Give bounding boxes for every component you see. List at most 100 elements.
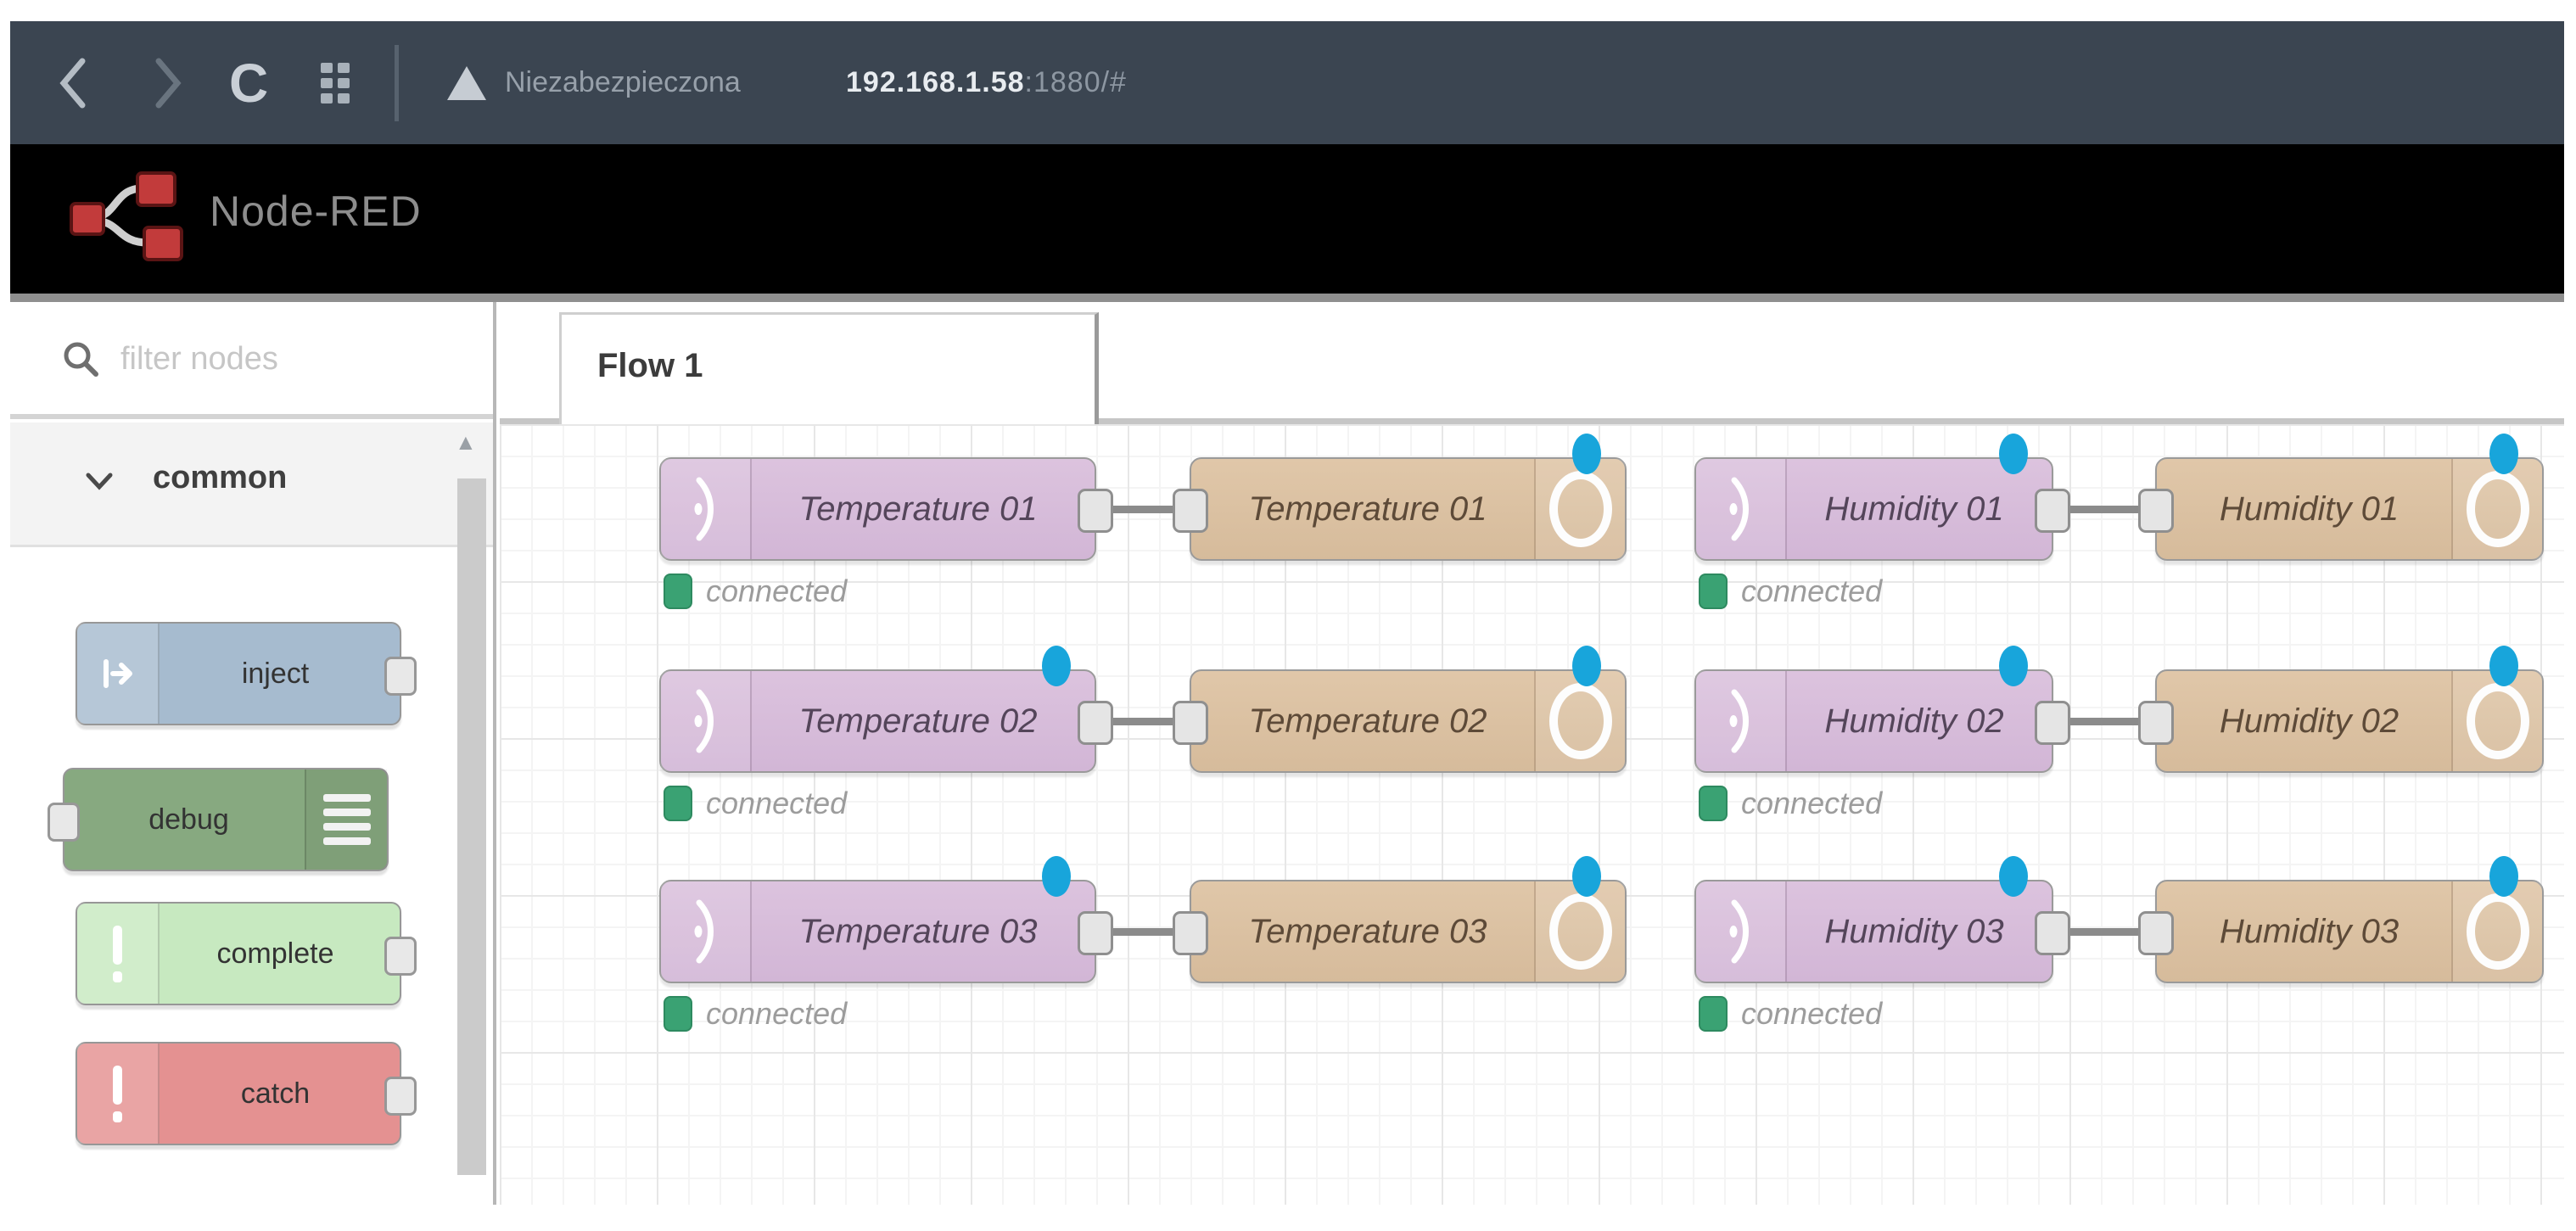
flow-node-mqtt-in[interactable]: Humidity 02 bbox=[1694, 646, 2070, 773]
security-label: Niezabezpieczona bbox=[505, 66, 741, 98]
node-status: connected bbox=[664, 786, 847, 821]
palette-scrollbar[interactable] bbox=[457, 478, 486, 1175]
apps-grid-icon bbox=[321, 62, 350, 104]
chevron-down-icon bbox=[86, 473, 113, 490]
input-port[interactable] bbox=[48, 803, 80, 842]
palette-node-inject[interactable]: inject bbox=[76, 622, 417, 725]
flow-node-mqtt-in[interactable]: Temperature 02 bbox=[659, 646, 1113, 773]
output-port[interactable] bbox=[2035, 701, 2070, 745]
output-port[interactable] bbox=[384, 657, 417, 696]
input-port[interactable] bbox=[2138, 911, 2174, 955]
flow-node-mqtt-in[interactable]: Temperature 03 bbox=[659, 856, 1113, 983]
changed-indicator bbox=[2489, 856, 2518, 897]
toolbar-divider bbox=[395, 45, 399, 121]
node-label: Humidity 03 bbox=[1824, 912, 2004, 950]
flow-node-gauge[interactable]: Temperature 02 bbox=[1173, 646, 1627, 773]
gauge-icon bbox=[2466, 471, 2529, 547]
node-label: Temperature 01 bbox=[1248, 490, 1487, 528]
forward-button[interactable] bbox=[150, 21, 184, 144]
status-connected-icon bbox=[664, 786, 692, 821]
palette-node-complete[interactable]: complete bbox=[76, 902, 417, 1005]
gauge-icon bbox=[2466, 893, 2529, 970]
palette-search[interactable] bbox=[10, 302, 493, 419]
changed-indicator bbox=[1999, 646, 2028, 686]
palette-node-catch[interactable]: catch bbox=[76, 1042, 417, 1145]
output-port[interactable] bbox=[2035, 489, 2070, 533]
status-text: connected bbox=[1741, 574, 1883, 608]
security-chip[interactable]: Niezabezpieczona bbox=[447, 21, 741, 144]
list-icon bbox=[322, 787, 371, 852]
url-path: :1880/# bbox=[1024, 66, 1127, 98]
wire[interactable] bbox=[1105, 506, 1181, 513]
forward-icon bbox=[155, 58, 182, 108]
wire[interactable] bbox=[1105, 718, 1181, 725]
search-icon bbox=[64, 342, 98, 377]
tab-label: Flow 1 bbox=[597, 347, 703, 384]
address-bar[interactable]: 192.168.1.58:1880/# bbox=[846, 21, 1127, 144]
input-port[interactable] bbox=[2138, 489, 2174, 533]
flow-node-gauge[interactable]: Temperature 01 bbox=[1173, 434, 1627, 561]
scroll-up-arrow[interactable]: ▲ bbox=[455, 429, 477, 455]
inject-icon-strip bbox=[77, 624, 160, 724]
palette-node-label: complete bbox=[216, 937, 334, 970]
exclamation-icon bbox=[113, 925, 122, 982]
mqtt-signal-icon bbox=[694, 899, 714, 964]
apps-button[interactable] bbox=[321, 21, 350, 144]
palette-category-common[interactable]: common bbox=[10, 422, 493, 547]
flow-node-mqtt-in[interactable]: Temperature 01 bbox=[659, 457, 1113, 561]
flow-node-mqtt-in[interactable]: Humidity 03 bbox=[1694, 856, 2070, 983]
node-red-logo-icon bbox=[70, 171, 183, 261]
gauge-icon bbox=[1548, 683, 1612, 759]
output-port[interactable] bbox=[1078, 489, 1113, 533]
output-port[interactable] bbox=[1078, 701, 1113, 745]
input-port[interactable] bbox=[2138, 701, 2174, 745]
changed-indicator bbox=[1042, 856, 1071, 897]
output-port[interactable] bbox=[2035, 911, 2070, 955]
flow-node-gauge[interactable]: Humidity 03 bbox=[2138, 856, 2544, 983]
changed-indicator bbox=[2489, 646, 2518, 686]
mqtt-signal-icon bbox=[694, 689, 714, 753]
node-label: Temperature 03 bbox=[798, 912, 1038, 950]
flow-node-mqtt-in[interactable]: Humidity 01 bbox=[1694, 434, 2070, 561]
status-connected-icon bbox=[1699, 574, 1728, 609]
changed-indicator bbox=[1999, 434, 2028, 474]
back-button[interactable] bbox=[57, 21, 91, 144]
header-divider bbox=[10, 294, 2564, 302]
output-port[interactable] bbox=[384, 1077, 417, 1116]
input-port[interactable] bbox=[1173, 489, 1208, 533]
node-icon-strip bbox=[2451, 881, 2542, 982]
reload-button[interactable]: C bbox=[229, 21, 268, 144]
flow-node-gauge[interactable]: Temperature 03 bbox=[1173, 856, 1627, 983]
node-icon-strip bbox=[661, 671, 752, 771]
flow-node-gauge[interactable]: Humidity 01 bbox=[2138, 434, 2544, 561]
node-label: Temperature 02 bbox=[1248, 702, 1487, 740]
palette-node-label: inject bbox=[241, 657, 310, 690]
node-icon-strip bbox=[1696, 881, 1787, 982]
status-connected-icon bbox=[664, 574, 692, 609]
node-icon-strip bbox=[1696, 671, 1787, 771]
main-area: common ▲ inject debug complete catch Flow 1… bbox=[10, 302, 2564, 1205]
exclamation-icon bbox=[113, 1065, 122, 1122]
mqtt-signal-icon bbox=[1729, 689, 1749, 753]
palette-node-debug[interactable]: debug bbox=[48, 768, 389, 871]
wire[interactable] bbox=[1105, 928, 1181, 936]
wire[interactable] bbox=[2062, 506, 2147, 513]
wire[interactable] bbox=[2062, 718, 2147, 725]
flow-node-gauge[interactable]: Humidity 02 bbox=[2138, 646, 2544, 773]
tab-flow-1[interactable]: Flow 1 bbox=[559, 312, 1099, 424]
input-port[interactable] bbox=[1173, 701, 1208, 745]
status-text: connected bbox=[706, 786, 848, 820]
palette-sidebar: common ▲ inject debug complete catch bbox=[10, 302, 496, 1205]
output-port[interactable] bbox=[1078, 911, 1113, 955]
node-label: Humidity 01 bbox=[2219, 490, 2400, 528]
status-text: connected bbox=[706, 574, 848, 608]
filter-nodes-input[interactable] bbox=[119, 333, 445, 385]
output-port[interactable] bbox=[384, 937, 417, 976]
input-port[interactable] bbox=[1173, 911, 1208, 955]
flow-canvas-panel: Flow 1 Temperature 01 Temperature 01 conne… bbox=[500, 302, 2564, 1205]
reload-icon: C bbox=[229, 52, 269, 114]
status-text: connected bbox=[1741, 996, 1883, 1031]
node-label: Humidity 03 bbox=[2219, 912, 2400, 950]
wire[interactable] bbox=[2062, 928, 2147, 936]
